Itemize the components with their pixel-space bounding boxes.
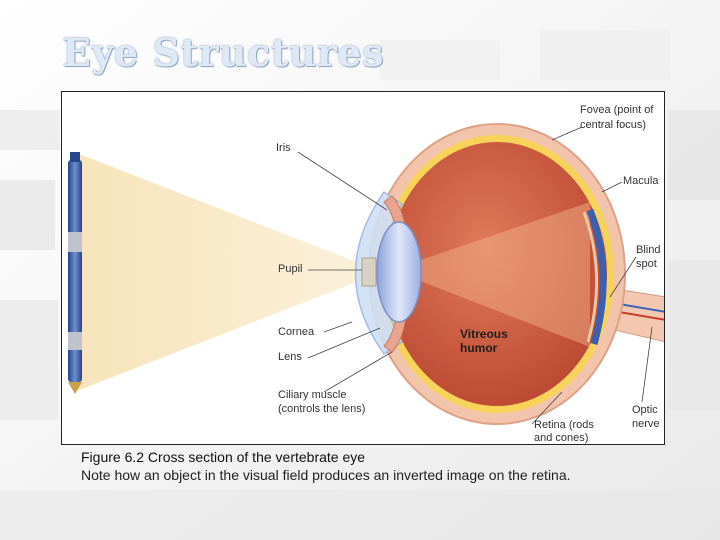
pupil: [361, 257, 377, 287]
label-vitreous-line1: Vitreous: [460, 327, 508, 341]
label-blind-line1: Blind: [636, 244, 661, 256]
label-blind-line2: spot: [636, 258, 657, 270]
label-ciliary-line2: (controls the lens): [278, 403, 366, 415]
label-optic-line2: nerve: [632, 418, 660, 430]
label-ciliary-line1: Ciliary muscle: [278, 389, 347, 401]
figure-caption-note: Note how an object in the visual field p…: [81, 467, 571, 483]
leader-lines: [297, 126, 653, 425]
pen-object: [68, 152, 82, 394]
label-fovea-line1: Fovea (point of: [580, 104, 654, 116]
label-retina-line2: and cones): [534, 432, 589, 444]
label-iris: Iris: [276, 142, 291, 154]
label-retina-line1: Retina (rods: [534, 419, 594, 431]
eye-diagram: Iris Pupil Cornea Lens Ciliary muscle (c…: [61, 91, 665, 445]
label-macula: Macula: [623, 175, 659, 187]
label-optic-line1: Optic: [632, 404, 658, 416]
eye-illustration: [68, 123, 664, 425]
lens: [376, 221, 422, 323]
label-lens: Lens: [278, 351, 302, 363]
figure-caption-title: Figure 6.2 Cross section of the vertebra…: [81, 449, 366, 465]
vitreous-humor: [387, 142, 607, 406]
inverted-image-cone: [392, 202, 590, 347]
retina: [586, 208, 607, 345]
light-cone: [74, 152, 382, 392]
label-cornea: Cornea: [278, 326, 315, 338]
label-fovea-line2: central focus): [580, 119, 647, 131]
label-vitreous-line2: humor: [460, 341, 498, 355]
slide-title: Eye Structures: [62, 30, 385, 75]
label-pupil: Pupil: [278, 263, 303, 275]
